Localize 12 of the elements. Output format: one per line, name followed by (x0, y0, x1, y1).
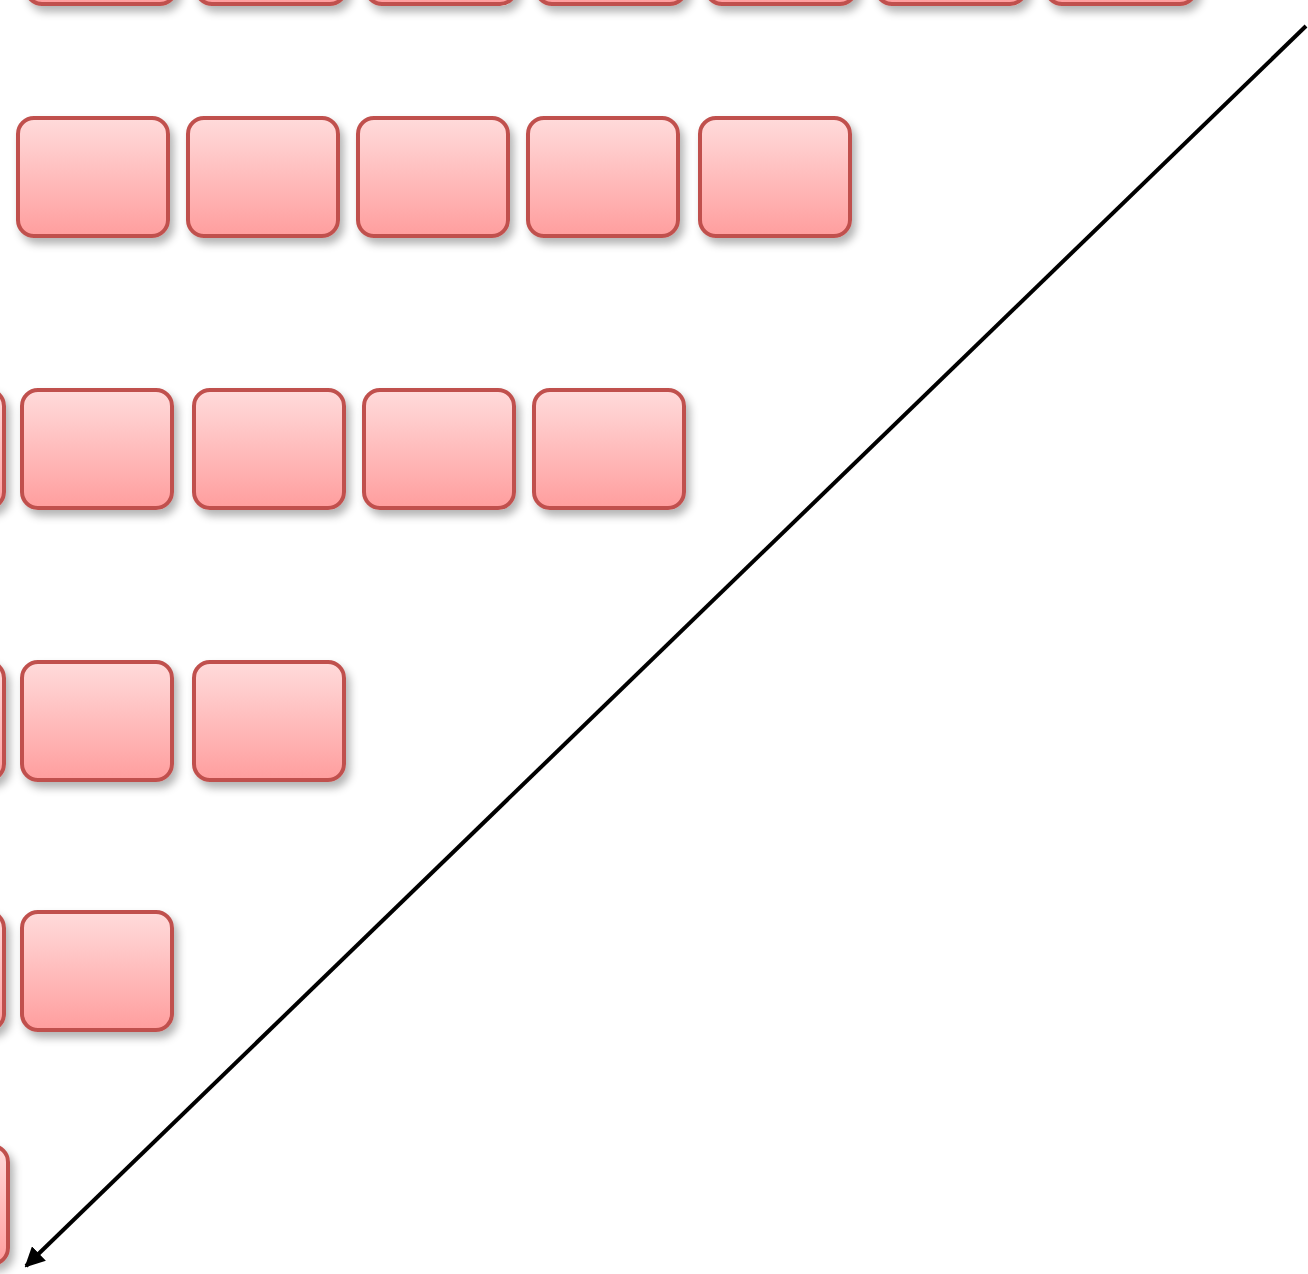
rounded-box (186, 116, 340, 238)
rounded-box (356, 116, 510, 238)
rounded-box (532, 388, 686, 510)
rounded-box (698, 116, 852, 238)
rounded-box (526, 116, 680, 238)
rounded-box (16, 116, 170, 238)
rounded-box (192, 388, 346, 510)
rounded-box (20, 388, 174, 510)
rounded-box (192, 660, 346, 782)
rounded-box (20, 660, 174, 782)
rounded-box (20, 910, 174, 1032)
rounded-box (362, 388, 516, 510)
